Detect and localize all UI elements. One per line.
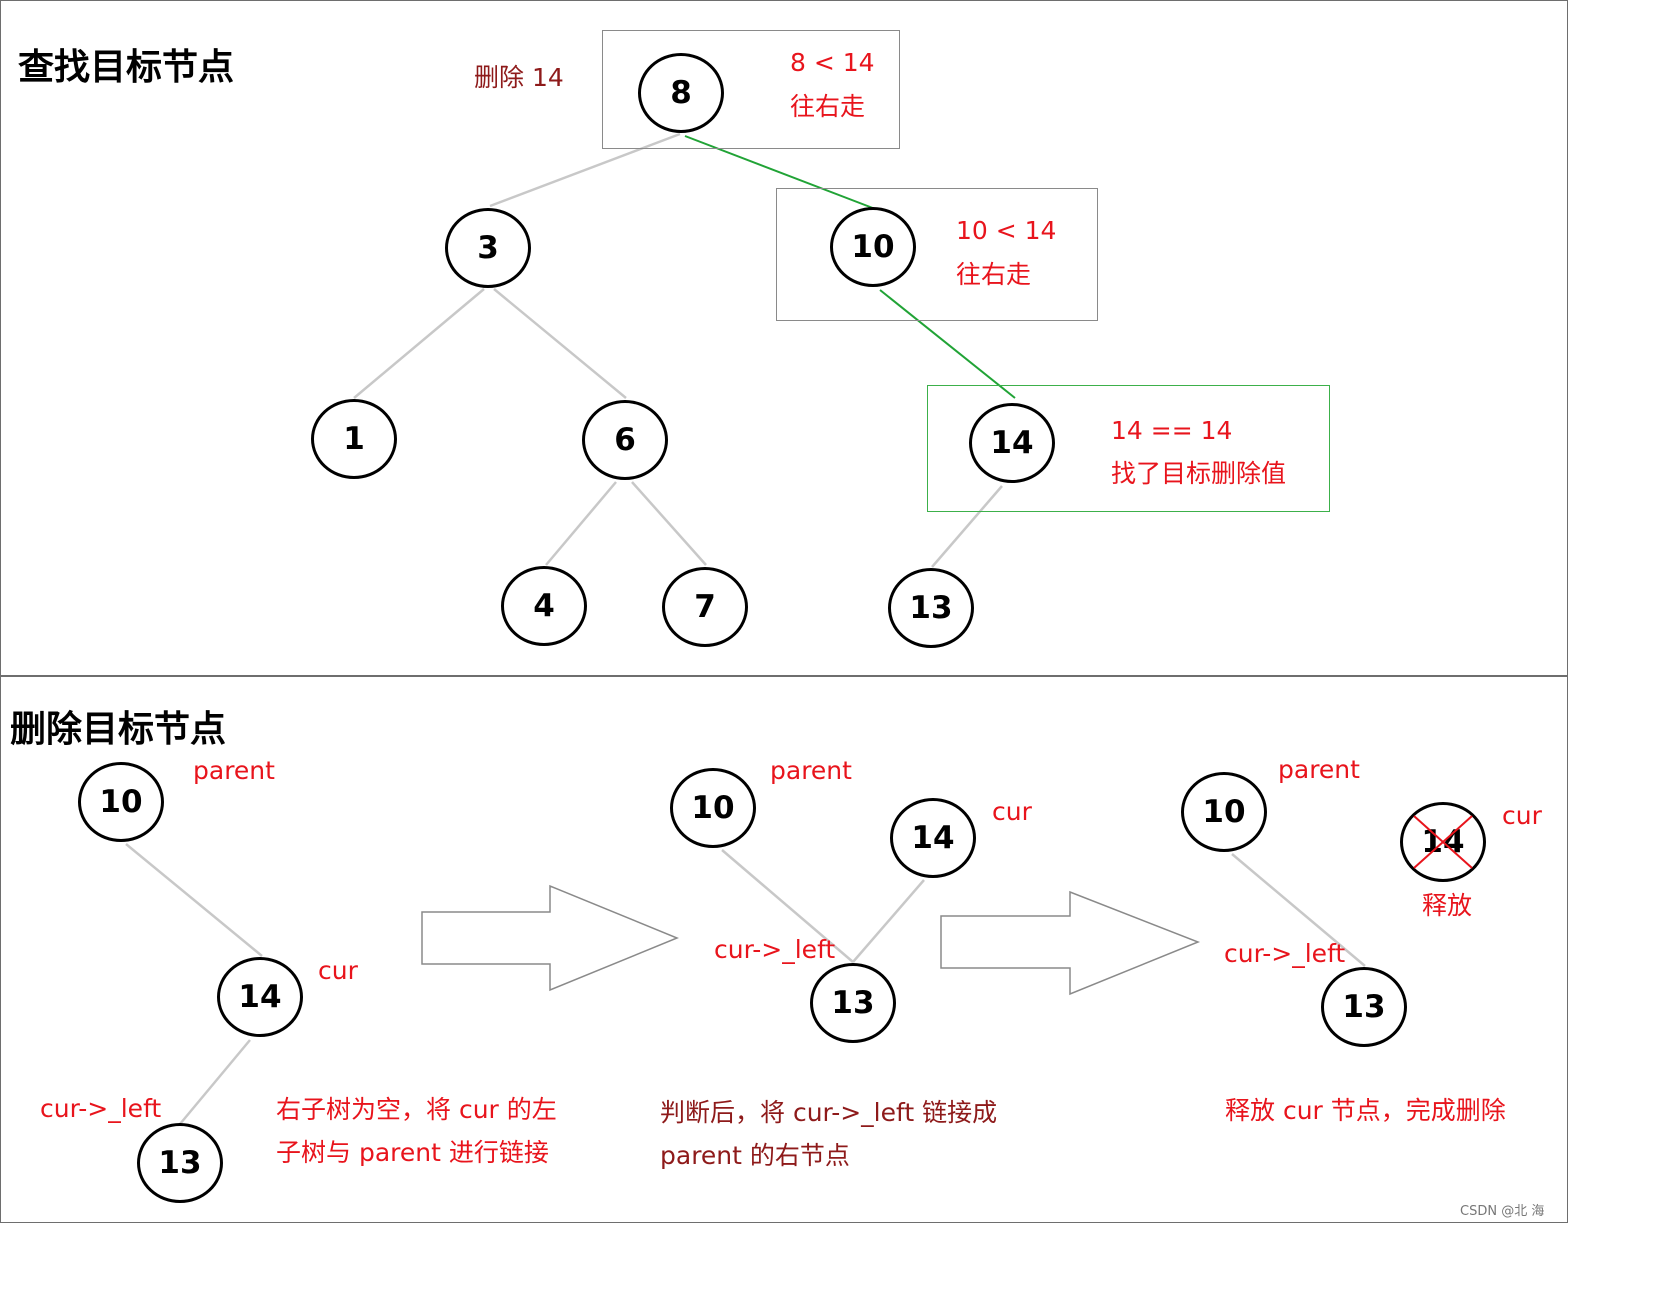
- p3-label-parent: parent: [1278, 755, 1360, 784]
- p3-node-parent: 10: [1181, 772, 1267, 852]
- diagram-canvas: [125, 132, 1366, 1125]
- arrow-step-2: [940, 890, 1201, 996]
- p1-caption-line-2: 子树与 parent 进行链接: [276, 1138, 549, 1167]
- p1-label-cur: cur: [318, 956, 358, 985]
- p3-node-child: 13: [1321, 967, 1407, 1047]
- edge-6-7: [631, 481, 707, 566]
- arrow-step-1: [421, 884, 679, 992]
- step-1-compare: 8 < 14: [790, 48, 875, 77]
- edge-6-4: [545, 481, 617, 566]
- search-section: [0, 0, 1568, 677]
- step-box-10: [776, 188, 1098, 321]
- p2-node-child: 13: [810, 963, 896, 1043]
- p1-label-child: cur->_left: [40, 1094, 162, 1123]
- p2-label-child: cur->_left: [714, 935, 836, 964]
- p2-node-cur: 14: [890, 798, 976, 878]
- edge-14-13: [931, 485, 1003, 568]
- tree-node-3: 3: [445, 208, 531, 288]
- edge-8-3: [489, 132, 681, 208]
- step-2-action: 往右走: [956, 260, 1032, 289]
- watermark: CSDN @北 海: [1460, 1204, 1545, 1219]
- p2-label-parent: parent: [770, 756, 852, 785]
- p3-label-cur: cur: [1502, 801, 1542, 830]
- tree-node-7: 7: [662, 567, 748, 647]
- p2-label-cur: cur: [992, 797, 1032, 826]
- edge-p3-10-13: [1231, 853, 1366, 967]
- tree-node-8: 8: [638, 53, 724, 133]
- step-box-8: [602, 30, 900, 149]
- p1-label-parent: parent: [193, 756, 275, 785]
- step-box-14-found: [927, 385, 1330, 512]
- p3-caption-line-1: 释放 cur 节点，完成删除: [1225, 1096, 1506, 1125]
- tree-node-14: 14: [969, 403, 1055, 483]
- step-1-action: 往右走: [790, 92, 866, 121]
- p1-node-parent: 10: [78, 762, 164, 842]
- tree-node-1: 1: [311, 399, 397, 479]
- p1-node-cur: 14: [217, 957, 303, 1037]
- tree-node-13: 13: [888, 568, 974, 648]
- p2-caption-line-1: 判断后，将 cur->_left 链接成: [660, 1098, 998, 1127]
- edge-10-14-path: [879, 289, 1016, 399]
- edge-p1-14-13: [179, 1039, 251, 1125]
- delete-target-label: 删除 14: [474, 63, 564, 92]
- step-3-compare: 14 == 14: [1111, 416, 1233, 445]
- edge-p1-10-14: [125, 843, 263, 957]
- p1-node-child: 13: [137, 1123, 223, 1203]
- p3-label-freed: 释放: [1422, 891, 1473, 920]
- tree-node-10: 10: [830, 207, 916, 287]
- edge-p2-10-13: [721, 849, 854, 963]
- edge-p2-14-13: [852, 879, 925, 963]
- p2-node-parent: 10: [670, 768, 756, 848]
- step-3-action: 找了目标删除值: [1111, 459, 1287, 488]
- section-title-delete: 删除目标节点: [10, 709, 227, 750]
- step-2-compare: 10 < 14: [956, 216, 1057, 245]
- tree-node-6: 6: [582, 400, 668, 480]
- edge-3-1: [353, 288, 485, 399]
- delete-section: [0, 675, 1568, 1223]
- freed-cross-icon: [1413, 815, 1473, 869]
- edge-3-6: [493, 288, 627, 399]
- p3-label-child: cur->_left: [1224, 939, 1346, 968]
- p2-caption-line-2: parent 的右节点: [660, 1141, 850, 1170]
- section-title-search: 查找目标节点: [18, 47, 235, 88]
- tree-node-4: 4: [501, 566, 587, 646]
- p1-caption-line-1: 右子树为空，将 cur 的左: [276, 1095, 557, 1124]
